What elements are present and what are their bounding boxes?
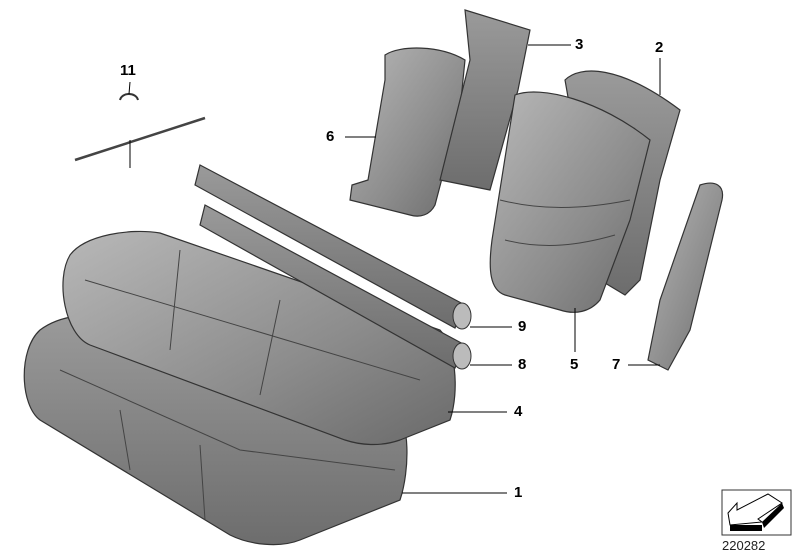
- callout-4[interactable]: 4: [514, 403, 523, 420]
- part-9-foam-roll[interactable]: [194, 164, 472, 330]
- part-5-backrest-cover[interactable]: [489, 91, 651, 313]
- callout-1[interactable]: 1: [514, 484, 523, 501]
- callout-8[interactable]: 8: [518, 356, 527, 373]
- part-8-foam-roll[interactable]: [199, 204, 472, 370]
- callout-9[interactable]: 9: [518, 318, 527, 335]
- part-3-backrest-center-frame[interactable]: [439, 9, 531, 191]
- callout-6[interactable]: 6: [326, 128, 335, 145]
- part-4-seat-cover[interactable]: [62, 230, 456, 446]
- callout-5[interactable]: 5: [570, 356, 579, 373]
- callout-7[interactable]: 7: [612, 356, 621, 373]
- callout-2[interactable]: 2: [655, 39, 664, 56]
- part-6-backrest-center-cover[interactable]: [349, 47, 466, 217]
- part-10-clip[interactable]: [119, 93, 139, 101]
- arrow-reference-icon: [721, 489, 792, 536]
- leader-lines: [128, 44, 661, 494]
- part-11-rod[interactable]: [74, 116, 206, 162]
- part-7-side-trim[interactable]: [647, 182, 724, 371]
- reference-number: 220282: [722, 538, 766, 553]
- callout-10[interactable]: 11: [120, 62, 136, 79]
- callout-3[interactable]: 3: [575, 36, 584, 53]
